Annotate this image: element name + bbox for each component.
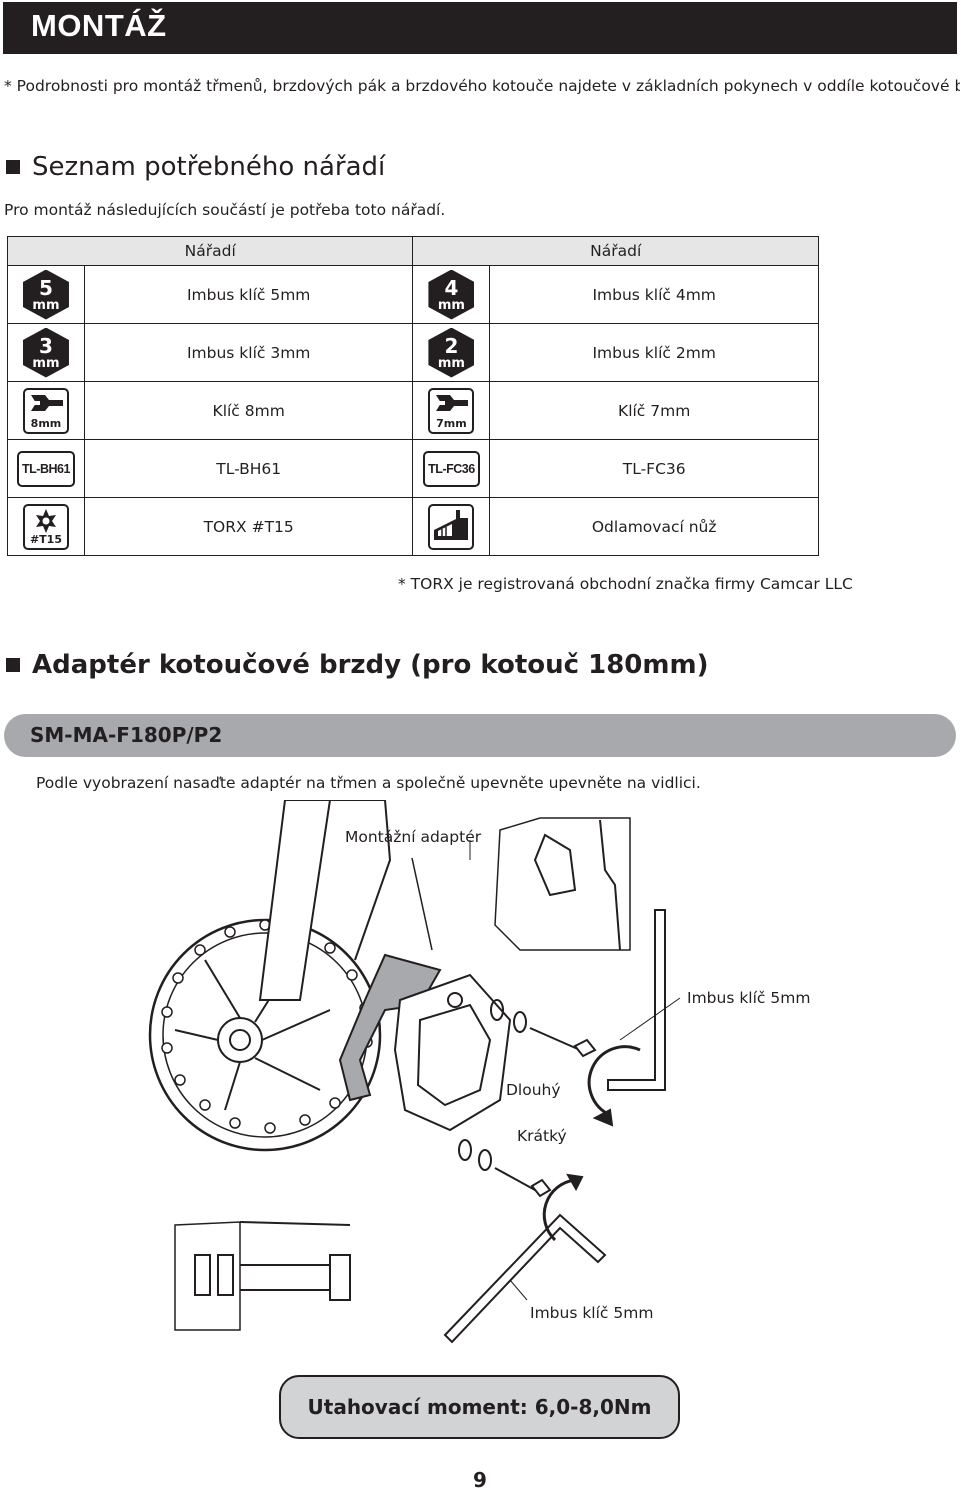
tl-fc36-tool-icon: TL-FC36 <box>423 450 480 487</box>
tool-label: Imbus klíč 3mm <box>83 323 414 382</box>
label-hex-key-lower: Imbus klíč 5mm <box>530 1304 654 1322</box>
tool-label: Klíč 8mm <box>83 381 414 440</box>
torque-text: Utahovací moment: 6,0-8,0Nm <box>307 1395 652 1419</box>
adapter-heading-text: Adaptér kotoučové brzdy (pro kotouč 180m… <box>32 650 709 680</box>
tools-heading: Seznam potřebného nářadí <box>6 152 385 182</box>
bullet-square-icon <box>6 160 20 174</box>
table-row: 8mm Klíč 8mm 7mm Klíč 7mm <box>7 381 819 440</box>
page-title: MONTÁŽ <box>31 8 167 43</box>
tool-label: TL-BH61 <box>83 439 414 498</box>
wrench-7mm-icon: 7mm <box>428 387 475 434</box>
tools-table-header: Nářadí Nářadí <box>6 236 819 266</box>
tool-label: Imbus klíč 5mm <box>83 265 414 324</box>
torque-box: Utahovací moment: 6,0-8,0Nm <box>279 1375 680 1439</box>
label-long-bolt: Dlouhý <box>506 1081 561 1099</box>
label-hex-key-upper: Imbus klíč 5mm <box>687 989 811 1007</box>
torx-t15-icon: #T15 <box>22 503 69 550</box>
adapter-heading: Adaptér kotoučové brzdy (pro kotouč 180m… <box>6 650 708 680</box>
tools-heading-text: Seznam potřebného nářadí <box>32 152 386 182</box>
tool-label: TORX #T15 <box>83 497 414 556</box>
tl-bh61-tool-icon: TL-BH61 <box>17 450 75 487</box>
model-bar: SM-MA-F180P/P2 <box>4 714 956 757</box>
tools-intro: Pro montáž následujících součástí je pot… <box>4 201 446 219</box>
page-number: 9 <box>473 1468 487 1492</box>
title-bar: MONTÁŽ <box>3 2 957 54</box>
torx-trademark-note: * TORX je registrovaná obchodní značka f… <box>398 575 853 593</box>
adapter-assembly-illustration <box>148 800 681 1344</box>
col-header-right: Nářadí <box>412 236 819 266</box>
box-cutter-icon <box>428 503 475 550</box>
model-name: SM-MA-F180P/P2 <box>30 723 223 747</box>
top-note: * Podrobnosti pro montáž třmenů, brzdový… <box>4 77 960 95</box>
label-short-bolt: Krátký <box>517 1127 567 1145</box>
tool-label: Odlamovací nůž <box>489 497 819 556</box>
tool-label: Klíč 7mm <box>489 381 819 440</box>
adapter-instruction: Podle vyobrazení nasaďte adaptér na třme… <box>36 774 701 792</box>
wrench-8mm-icon: 8mm <box>22 387 69 434</box>
tool-label: Imbus klíč 2mm <box>489 323 819 382</box>
bullet-square-icon <box>6 658 20 672</box>
table-row: TL-BH61 TL-BH61 TL-FC36 TL-FC36 <box>7 439 819 498</box>
tool-label: TL-FC36 <box>489 439 819 498</box>
label-mount-adapter: Montážní adaptér <box>345 828 482 846</box>
col-header-left: Nářadí <box>6 236 414 266</box>
table-row: #T15 TORX #T15 Odlamovací nůž <box>7 497 819 556</box>
tool-label: Imbus klíč 4mm <box>489 265 819 324</box>
